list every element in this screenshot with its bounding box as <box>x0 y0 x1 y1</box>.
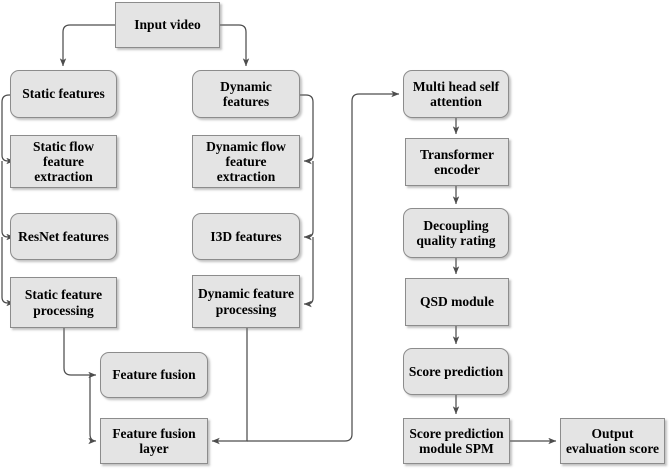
node-static_flow_extraction[interactable]: Static flow feature extraction <box>10 135 117 188</box>
node-label: Dynamic features <box>220 78 272 109</box>
node-score_prediction[interactable]: Score prediction <box>403 348 509 395</box>
node-label: Feature fusion <box>112 367 196 383</box>
node-label: ResNet features <box>18 228 109 244</box>
node-feature_fusion[interactable]: Feature fusion <box>100 352 208 398</box>
edge-input-to-dynamic <box>220 24 250 67</box>
node-static_features[interactable]: Static features <box>10 70 117 118</box>
edge-input-to-static <box>59 24 115 67</box>
node-decoupling_quality_rating[interactable]: Decoupling quality rating <box>403 208 509 258</box>
node-label: Dynamic feature processing <box>197 286 295 317</box>
edge-dynamic-bus-to-dynamic-flow <box>300 94 314 165</box>
node-label: Score prediction module SPM <box>409 425 504 456</box>
edge-static-processing-to-fusion <box>63 328 97 379</box>
node-label: I3D features <box>210 228 282 244</box>
node-label: Static flow feature extraction <box>32 138 95 185</box>
node-label: Decoupling quality rating <box>416 217 496 248</box>
node-dynamic_flow_extraction[interactable]: Dynamic flow feature extraction <box>192 135 300 188</box>
node-label: QSD module <box>420 294 494 310</box>
node-qsd_module[interactable]: QSD module <box>405 278 509 326</box>
node-label: Score prediction <box>408 363 504 379</box>
node-output_evaluation_score[interactable]: Output evaluation score <box>560 418 665 464</box>
edge-static-processing-to-fusion-layer <box>88 375 97 445</box>
edge-dynamic-bus-to-i3d <box>303 161 314 241</box>
node-label: Transformer encoder <box>420 146 494 177</box>
node-label: Static feature processing <box>24 287 103 318</box>
edge-dynamic-bus-to-dynamic-processing <box>303 237 314 308</box>
node-label: Output evaluation score <box>565 425 660 456</box>
node-static_feature_processing[interactable]: Static feature processing <box>10 277 117 328</box>
node-dynamic_features[interactable]: Dynamic features <box>192 70 300 118</box>
edge-dynamic-processing-to-fusion-layer <box>211 328 248 445</box>
node-i3d_features[interactable]: I3D features <box>192 213 300 260</box>
node-dynamic_feature_processing[interactable]: Dynamic feature processing <box>192 275 300 328</box>
node-feature_fusion_layer[interactable]: Feature fusion layer <box>100 418 208 464</box>
node-transformer_encoder[interactable]: Transformer encoder <box>405 138 509 186</box>
node-score_prediction_module_spm[interactable]: Score prediction module SPM <box>403 418 510 464</box>
node-label: Input video <box>134 17 201 33</box>
node-label: Static features <box>22 86 105 102</box>
node-label: Multi head self attention <box>412 78 500 109</box>
node-input_video[interactable]: Input video <box>115 2 220 48</box>
node-label: Dynamic flow feature extraction <box>206 138 286 185</box>
node-label: Feature fusion layer <box>112 425 196 456</box>
node-multi_head_self_attention[interactable]: Multi head self attention <box>403 70 509 118</box>
node-resnet_features[interactable]: ResNet features <box>10 213 117 260</box>
